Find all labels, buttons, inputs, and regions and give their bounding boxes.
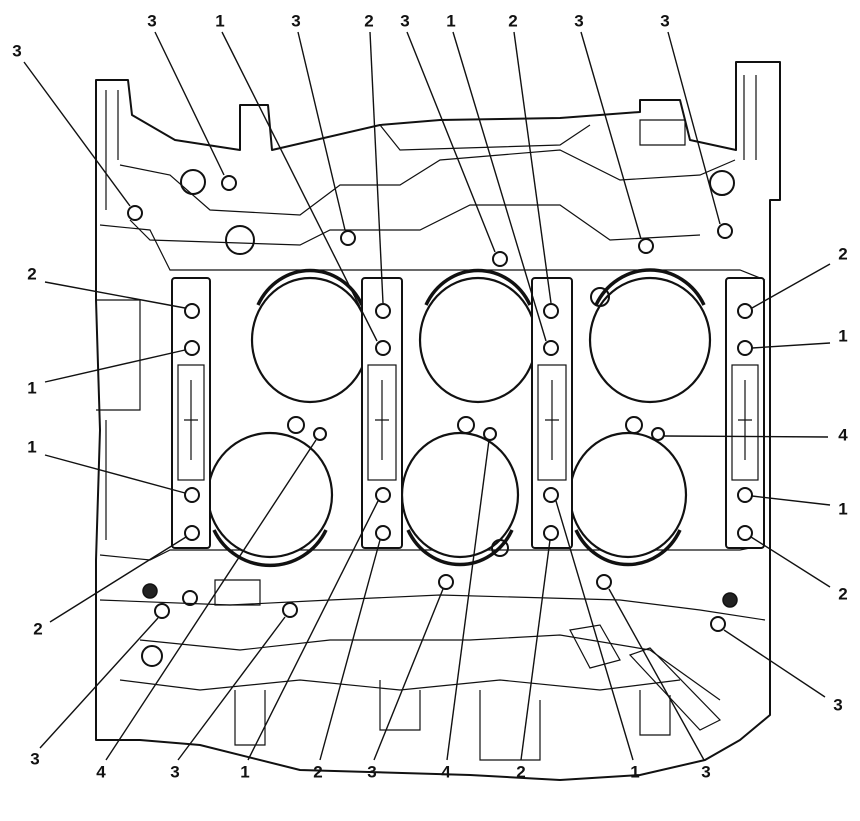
bolt-3-c: [340, 230, 356, 246]
callout-label: 2: [838, 244, 847, 263]
cylinder-bore-upper-2: [418, 276, 538, 404]
callout-label: 1: [27, 378, 36, 397]
bolt-3-j: [596, 574, 612, 590]
bearing-cap-1: [171, 277, 211, 549]
bolt-2-e: [184, 525, 200, 541]
block-details: [141, 169, 738, 667]
bolt-2-f: [375, 525, 391, 541]
bolt-1-e: [184, 487, 200, 503]
callout-label: 1: [240, 762, 249, 781]
cylinder-bore-lower-2: [400, 431, 520, 559]
bolt-2-d: [737, 303, 753, 319]
callout-label: 2: [508, 11, 517, 30]
callout-label: 3: [701, 762, 710, 781]
bolt-1-f: [375, 487, 391, 503]
bolt-1-d: [737, 340, 753, 356]
bolt-3-k: [710, 616, 726, 632]
callout-label: 1: [446, 11, 455, 30]
cylinder-bore-lower-1: [206, 431, 334, 559]
callout-label: 4: [96, 762, 106, 781]
bolt-2-g: [543, 525, 559, 541]
bearing-cap-3: [531, 277, 573, 549]
callout-label: 1: [27, 437, 36, 456]
callout-label: 3: [147, 11, 156, 30]
bolt-3-b: [221, 175, 237, 191]
bolt-4-a: [313, 427, 327, 441]
bolt-2-c: [543, 303, 559, 319]
bolt-1-c: [543, 340, 559, 356]
bearing-cap-4: [725, 277, 765, 549]
bolt-2-b: [375, 303, 391, 319]
callout-label: 1: [838, 326, 847, 345]
bolt-3-d: [492, 251, 508, 267]
callout-label: 2: [313, 762, 322, 781]
callout-label: 3: [170, 762, 179, 781]
callout-label: 3: [574, 11, 583, 30]
bolt-3-a: [127, 205, 143, 221]
callout-label: 3: [833, 695, 842, 714]
bolt-3-f: [717, 223, 733, 239]
bolt-1-a: [184, 340, 200, 356]
bolt-2-h: [737, 525, 753, 541]
main-bearing-caps: [171, 277, 765, 549]
callout-label: 4: [441, 762, 451, 781]
callout-label: 3: [367, 762, 376, 781]
callout-label: 2: [516, 762, 525, 781]
bolt-3-h: [282, 602, 298, 618]
cylinder-bore-lower-3: [568, 431, 688, 559]
callout-label: 1: [630, 762, 639, 781]
callout-label: 3: [30, 749, 39, 768]
callout-label: 3: [12, 41, 21, 60]
callout-label: 2: [364, 11, 373, 30]
callout-label: 2: [838, 584, 847, 603]
callout-label: 4: [838, 425, 848, 444]
callout-label: 2: [33, 619, 42, 638]
callout-label: 2: [27, 264, 36, 283]
bolt-2-a: [184, 303, 200, 319]
engine-block-outline: [95, 61, 781, 781]
cylinder-bore-upper-1: [250, 276, 370, 404]
callout-label: 3: [660, 11, 669, 30]
bolt-4-b: [483, 427, 497, 441]
bolt-1-g: [543, 487, 559, 503]
bearing-cap-2: [361, 277, 403, 549]
callout-label: 3: [400, 11, 409, 30]
bolt-1-b: [375, 340, 391, 356]
bolt-3-g: [154, 603, 170, 619]
callout-label: 3: [291, 11, 300, 30]
leader-lines: [23, 31, 831, 761]
bolt-3-i: [438, 574, 454, 590]
bolts: [127, 175, 753, 632]
cylinder-bore-upper-3: [588, 276, 712, 404]
bolt-1-h: [737, 487, 753, 503]
cylinder-bores: [206, 268, 712, 568]
callout-label: 1: [215, 11, 224, 30]
bolt-3-e: [638, 238, 654, 254]
callout-label: 1: [838, 499, 847, 518]
callout-labels: 3 3 1 3 2 3 1 2 3 3 2 1 1 2 2 1 4 1 2 3 …: [12, 11, 848, 781]
bolt-4-c: [651, 427, 665, 441]
